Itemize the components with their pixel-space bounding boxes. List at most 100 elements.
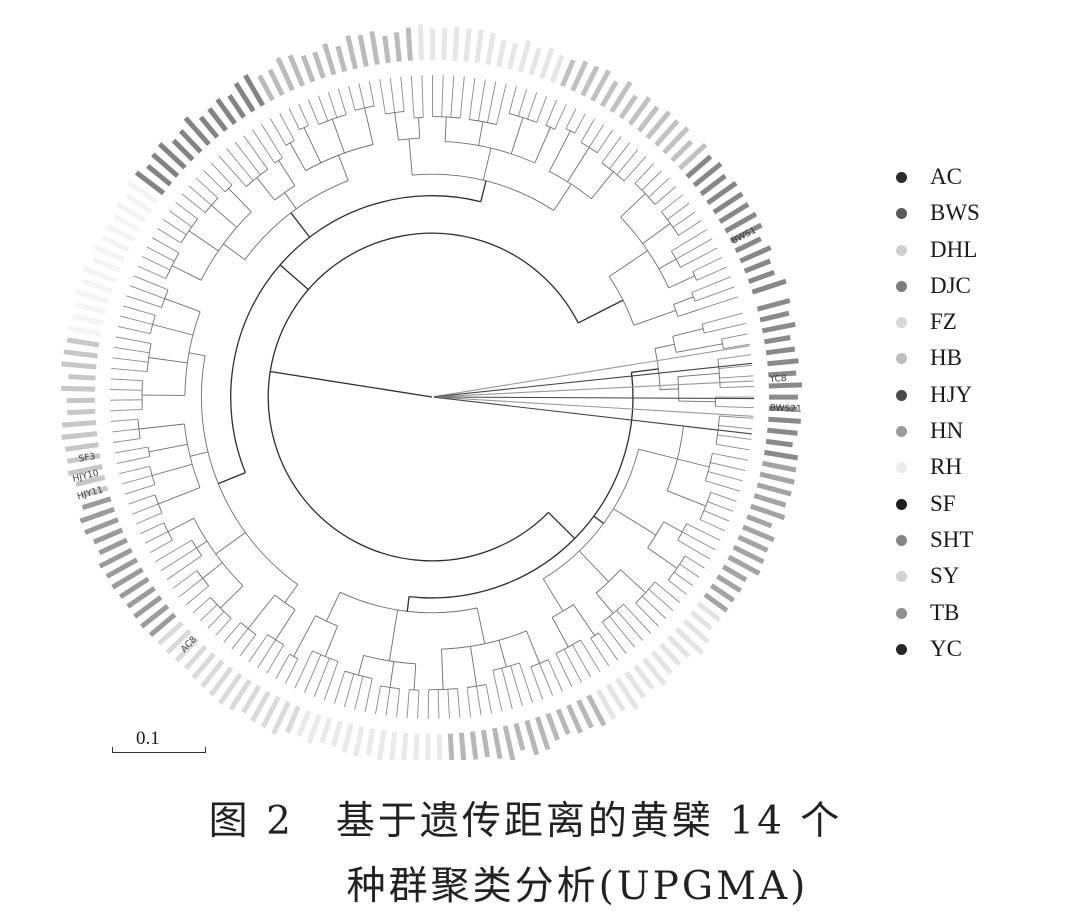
tree-branch <box>704 322 746 334</box>
tree-branch <box>573 604 595 636</box>
tree-branch <box>679 563 700 578</box>
tree-branch <box>389 661 395 688</box>
tip-label-mark <box>100 234 130 253</box>
tree-branch <box>508 86 517 114</box>
tip-label-mark <box>183 644 208 671</box>
tip-label-mark <box>586 694 607 727</box>
tree-branch <box>151 237 180 254</box>
tip-label-mark <box>618 94 638 120</box>
tip-label-mark <box>62 420 97 428</box>
tip-label-mark <box>296 709 312 737</box>
tree-branch <box>200 604 218 622</box>
tip-label-mark <box>763 449 799 461</box>
tree-branch <box>260 123 283 159</box>
tree-branch <box>195 177 219 199</box>
tree-branch <box>715 405 754 409</box>
tree-branch <box>409 689 419 691</box>
tree-branch <box>202 562 223 579</box>
tree-branch <box>609 616 635 648</box>
tip-label-mark <box>125 193 153 214</box>
tip-label-mark <box>405 27 413 61</box>
tree-branch <box>676 343 723 353</box>
tip-label-mark <box>756 298 791 312</box>
tip-label-mark <box>724 211 758 234</box>
tree-branch <box>189 451 209 457</box>
tip-label-mark <box>118 576 150 600</box>
population-legend: AC BWS DHL DJC FZ HB HJY HN RH SF SHT <box>896 162 1036 670</box>
tree-branch <box>163 522 173 541</box>
tree-branch <box>680 247 718 268</box>
tree-branch <box>418 117 421 139</box>
tree-branch <box>719 415 754 419</box>
tip-label-mark <box>636 105 660 133</box>
tree-branch <box>654 343 675 349</box>
tip-label-mark <box>64 442 99 452</box>
tip-label-mark <box>491 727 503 760</box>
tip-label-mark <box>275 56 295 92</box>
tip-label-mark <box>667 634 691 659</box>
tree-branch <box>616 610 644 641</box>
tree-branch <box>256 177 276 201</box>
tree-branch <box>110 408 143 412</box>
tree-branch <box>158 487 201 505</box>
tree-branch <box>668 275 695 289</box>
tip-label-mark <box>67 408 96 416</box>
tip-label-mark <box>480 729 491 758</box>
tree-branch <box>117 325 151 335</box>
legend-dot-icon <box>896 571 907 583</box>
tree-branch <box>565 128 576 134</box>
legend-item-tb: TB <box>896 598 1036 634</box>
tree-branch <box>171 265 202 281</box>
tip-label-mark <box>746 514 773 529</box>
tree-branch <box>677 539 711 560</box>
tip-label-mark <box>72 313 104 326</box>
tree-branch <box>699 519 726 532</box>
tip-label-mark <box>140 604 170 629</box>
tip-label-mark <box>692 161 723 188</box>
tree-branch <box>317 95 329 122</box>
tree-branch <box>620 569 646 594</box>
tree-branch <box>517 89 528 117</box>
legend-dot-icon <box>896 498 907 510</box>
legend-label: SY <box>930 563 960 589</box>
tip-label-mark <box>174 637 200 663</box>
legend-item-hn: HN <box>896 416 1036 452</box>
tree-branch <box>482 148 492 181</box>
tree-branch <box>148 443 188 453</box>
tree-branch <box>151 463 193 476</box>
tree-branch <box>675 238 713 260</box>
tree-branch <box>135 512 163 525</box>
tip-label-mark <box>759 310 790 323</box>
tree-branch <box>527 92 538 120</box>
tree-branch <box>601 621 627 655</box>
tree-branch <box>410 75 415 118</box>
tip-label-mark <box>535 716 551 751</box>
tip-label-mark <box>615 677 639 710</box>
tip-label-mark <box>729 222 763 244</box>
tree-branch <box>278 160 296 186</box>
tip-label-mark <box>98 537 128 556</box>
legend-item-ac: AC <box>896 162 1036 198</box>
tree-branch <box>634 163 655 184</box>
tree-branch <box>413 663 417 690</box>
tip-label-mark <box>82 266 117 283</box>
tree-branch <box>672 328 704 337</box>
tip-label-mark <box>642 657 667 686</box>
tree-branch <box>667 579 687 595</box>
tip-label-mark <box>67 453 101 464</box>
tree-branch <box>129 285 165 300</box>
tree-branch <box>602 603 625 623</box>
tree-branch <box>717 434 752 440</box>
tree-branch <box>501 668 513 709</box>
tip-label-mark <box>761 460 797 473</box>
tree-branch <box>343 673 355 708</box>
tree-branch <box>721 338 724 349</box>
tree-branch <box>380 685 400 690</box>
tip-label-mark <box>699 173 727 197</box>
tip-label-mark <box>560 59 576 88</box>
tree-branch <box>379 79 386 114</box>
tree-branch <box>266 644 285 674</box>
tree-branch <box>161 289 169 308</box>
legend-label: YC <box>930 635 962 661</box>
tree-branch <box>293 615 316 657</box>
